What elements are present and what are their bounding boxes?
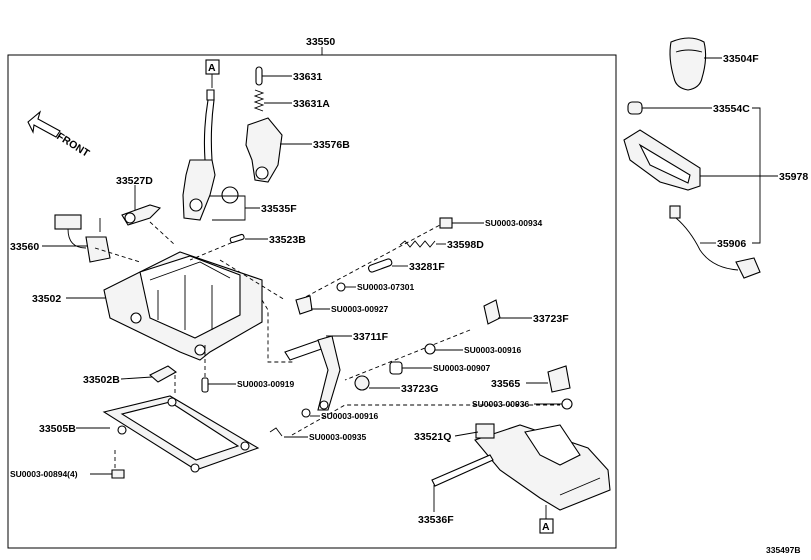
label-33554C: 33554C [713,103,750,115]
label-SU0003-07301: SU0003-07301 [357,282,414,292]
label-33631: 33631 [293,71,322,83]
label-33576B: 33576B [313,139,350,151]
cable-end-icon [439,217,453,229]
shift-knob-icon [669,37,707,91]
label-33504F: 33504F [723,53,759,65]
connector-7 [299,224,441,301]
label-SU0003-00919: SU0003-00919 [237,379,294,389]
label-SU0003-00916-b: SU0003-00916 [321,411,378,421]
label-33631A: 33631A [293,98,330,110]
label-SU0003-00907: SU0003-00907 [433,363,490,373]
label-SU0003-00936: SU0003-00936 [472,399,529,409]
clip-pin-icon [201,377,209,393]
marker-a-top [205,59,220,75]
label-33711F: 33711F [353,331,389,343]
label-SU0003-00935: SU0003-00935 [309,432,366,442]
shift-lever-icon [182,89,239,221]
marker-a-bottom-label: A [542,521,550,533]
assembly-frame [7,54,617,549]
label-33505B: 33505B [39,423,76,435]
shift-lock-icon [547,365,571,393]
connector-8 [291,404,560,436]
cable-pin-icon [367,258,393,273]
connector-6 [219,259,286,301]
cable-joint-icon [354,375,370,391]
label-SU0003-00894: SU0003-00894(4) [10,469,78,479]
label-33536F: 33536F [418,514,454,526]
label-33527D: 33527D [116,175,153,187]
label-SU0003-00927: SU0003-00927 [331,304,388,314]
washer-icon [336,282,346,292]
label-35978: 35978 [779,171,808,183]
connector-1 [94,247,141,263]
long-bolt-icon [431,454,494,487]
bushing-icon [389,361,403,375]
cable-clip-icon [295,295,313,315]
washer-2-icon [424,343,436,355]
label-35906: 35906 [717,238,746,250]
front-arrow-icon [27,110,61,138]
label-33523B: 33523B [269,234,306,246]
knob-cap-icon [627,101,643,115]
label-33502B: 33502B [83,374,120,386]
label-33723G: 33723G [401,383,438,395]
label-33565: 33565 [491,378,520,390]
front-label: FRONT [54,130,92,160]
lever-bracket-icon [121,204,162,226]
release-button-icon [245,117,283,183]
control-shaft-icon [284,335,341,411]
label-33535F: 33535F [261,203,297,215]
pivot-pin-icon [229,233,245,244]
washer-4-icon [561,398,573,410]
label-33502: 33502 [32,293,61,305]
group-label: 33550 [306,36,335,48]
connector-2 [149,221,176,246]
cable-spring-icon [399,240,436,248]
wire-harness-icon [669,205,761,279]
label-33521Q: 33521Q [414,431,451,443]
solenoid-icon [54,214,111,263]
marker-a-top-label: A [208,62,216,74]
label-33281F: 33281F [409,261,445,273]
base-plate-icon [102,395,260,473]
bolt-icon [111,469,125,479]
connector-9 [344,329,471,381]
clip-icon [269,427,283,437]
label-33598D: 33598D [447,239,484,251]
label-SU0003-00934: SU0003-00934 [485,218,542,228]
label-33560: 33560 [10,241,39,253]
connector-3 [189,239,239,261]
shifter-base-icon [103,251,263,361]
label-33723F: 33723F [533,313,569,325]
connector-4 [261,299,295,363]
lock-pin-icon [253,66,265,112]
shift-bezel-icon [623,129,701,191]
marker-a-bottom [539,518,554,534]
washer-3-icon [301,408,311,418]
label-SU0003-00916-a: SU0003-00916 [464,345,521,355]
cable-bracket-icon [483,299,501,325]
position-indicator-icon [474,423,611,511]
cover-cap-icon [149,365,178,383]
reference-code: 335497B [766,545,801,555]
